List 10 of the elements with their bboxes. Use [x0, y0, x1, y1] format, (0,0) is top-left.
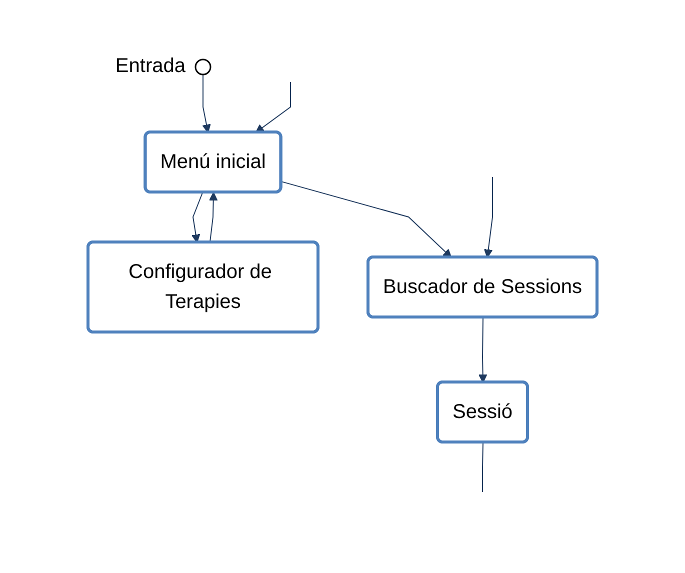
entry-label: Entrada — [115, 54, 186, 78]
arrow — [280, 180, 452, 258]
node-circle — [194, 58, 212, 75]
arrow — [202, 74, 211, 132]
arrow — [208, 192, 218, 242]
arrow — [255, 81, 291, 132]
connector — [482, 442, 484, 492]
arrow — [478, 316, 488, 382]
arrow — [191, 192, 204, 242]
arrow — [484, 176, 493, 258]
